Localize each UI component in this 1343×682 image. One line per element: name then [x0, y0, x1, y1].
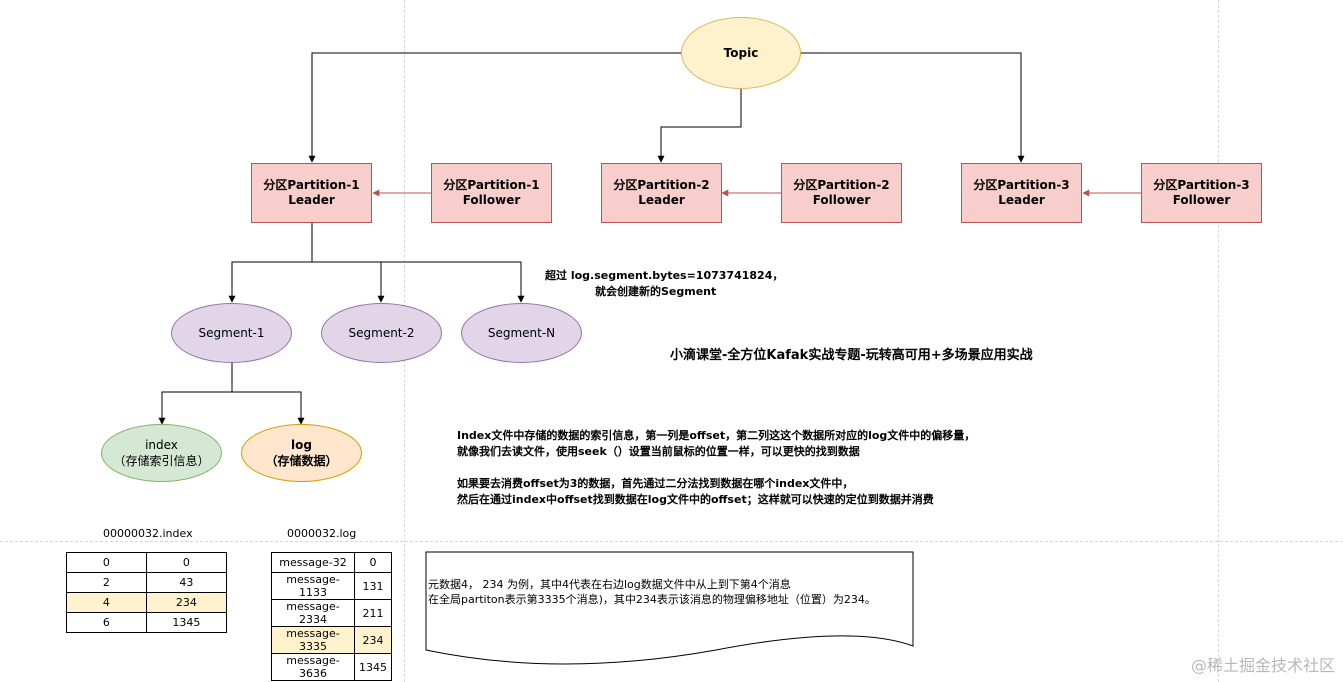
- partition-role: Follower: [1172, 193, 1231, 207]
- segment-to-log-edge: [232, 391, 305, 425]
- table-cell: message-2334: [271, 599, 355, 627]
- table-cell: 43: [145, 572, 228, 593]
- grid-guide: [1218, 0, 1219, 682]
- file-label: log: [291, 438, 312, 452]
- table-cell: 0: [66, 552, 147, 573]
- table-cell: 131: [354, 572, 392, 600]
- segment-label: Segment-2: [348, 326, 415, 340]
- explanation-text: Index文件中存储的数据的索引信息，第一列是offset，第二列这这个数据所对…: [457, 428, 975, 508]
- explanation-line: Index文件中存储的数据的索引信息，第一列是offset，第二列这这个数据所对…: [457, 429, 976, 442]
- segment-1-node: Segment-1: [171, 303, 292, 363]
- log-file-node: log （存储数据）: [241, 424, 362, 482]
- table-cell: message-3636: [271, 653, 355, 681]
- segment-rollover-note: 超过 log.segment.bytes=1073741824， 就会创建新的S…: [545, 268, 783, 300]
- partition-label: 分区Partition-3: [973, 178, 1070, 192]
- partition-role: Follower: [812, 193, 871, 207]
- table-cell: 234: [354, 626, 392, 654]
- index-file-node: index （存储索引信息）: [101, 424, 222, 482]
- grid-guide: [0, 541, 1343, 542]
- note-line: 元数据4， 234 为例，其中4代表在右边log数据文件中从上到下第4个消息: [428, 578, 791, 591]
- table-cell: message-1133: [271, 572, 355, 600]
- leader-to-segment-1-edge: [228, 223, 313, 303]
- partition-label: 分区Partition-2: [613, 178, 710, 192]
- topic-to-leader-2-edge: [657, 88, 742, 163]
- table-cell: message-3335: [271, 626, 355, 654]
- partition-2-follower: 分区Partition-2 Follower: [781, 163, 902, 223]
- partition-1-leader: 分区Partition-1 Leader: [251, 163, 372, 223]
- file-desc: （存储数据）: [265, 454, 338, 468]
- topic-to-leader-3-edge: [800, 52, 1025, 163]
- note-line: 在全局partiton表示第3335个消息)，其中234表示该消息的物理偏移地址…: [428, 593, 876, 606]
- partition-label: 分区Partition-1: [443, 178, 540, 192]
- partition-role: Leader: [288, 193, 335, 207]
- table-cell: 6: [66, 612, 147, 633]
- file-desc: （存储索引信息）: [113, 454, 210, 468]
- explanation-line: 然后在通过index中offset找到数据在log文件中的offset；这样就可…: [457, 493, 934, 506]
- table-cell: 234: [145, 592, 228, 613]
- table-cell: 0: [354, 552, 392, 573]
- explanation-line: 就像我们去读文件，使用seek（）设置当前鼠标的位置一样，可以更快的找到数据: [457, 445, 860, 458]
- file-label: index: [145, 438, 178, 452]
- table-cell: 0: [145, 552, 228, 573]
- explanation-line: [457, 460, 975, 476]
- topic-node: Topic: [681, 17, 801, 89]
- partition-2-leader: 分区Partition-2 Leader: [601, 163, 722, 223]
- partition-label: 分区Partition-1: [263, 178, 360, 192]
- table-cell: 1345: [354, 653, 392, 681]
- table-cell: 4: [66, 592, 147, 613]
- index-table-caption: 00000032.index: [103, 527, 193, 540]
- note-document-shape: [425, 551, 914, 665]
- partition-role: Leader: [998, 193, 1045, 207]
- log-table-caption: 0000032.log: [287, 527, 357, 540]
- partition-label: 分区Partition-2: [793, 178, 890, 192]
- note-line: 超过 log.segment.bytes=1073741824，: [545, 269, 784, 282]
- table-cell: 1345: [145, 612, 228, 633]
- partition-3-follower: 分区Partition-3 Follower: [1141, 163, 1262, 223]
- course-title: 小滴课堂-全方位Kafak实战专题-玩转高可用+多场景应用实战: [670, 348, 1033, 363]
- leader-to-segment-2-edge: [312, 261, 385, 303]
- partition-1-follower: 分区Partition-1 Follower: [431, 163, 552, 223]
- topic-to-leader-1-edge: [308, 52, 682, 163]
- segment-n-node: Segment-N: [461, 303, 582, 363]
- segment-to-index-edge: [158, 362, 233, 425]
- table-cell: 211: [354, 599, 392, 627]
- leader-to-segment-n-edge: [381, 261, 525, 303]
- segment-label: Segment-1: [198, 326, 265, 340]
- partition-3-leader: 分区Partition-3 Leader: [961, 163, 1082, 223]
- segment-label: Segment-N: [487, 326, 556, 340]
- watermark: @稀土掘金技术社区: [1190, 656, 1335, 675]
- explanation-line: 如果要去消费offset为3的数据，首先通过二分法找到数据在哪个index文件中…: [457, 477, 854, 490]
- segment-2-node: Segment-2: [321, 303, 442, 363]
- partition-label: 分区Partition-3: [1153, 178, 1250, 192]
- table-cell: message-32: [271, 552, 355, 573]
- topic-label: Topic: [723, 46, 759, 60]
- partition-role: Leader: [638, 193, 685, 207]
- offset-example-note: 元数据4， 234 为例，其中4代表在右边log数据文件中从上到下第4个消息 在…: [428, 577, 876, 607]
- partition-role: Follower: [462, 193, 521, 207]
- note-line: 就会创建新的Segment: [595, 285, 717, 298]
- table-cell: 2: [66, 572, 147, 593]
